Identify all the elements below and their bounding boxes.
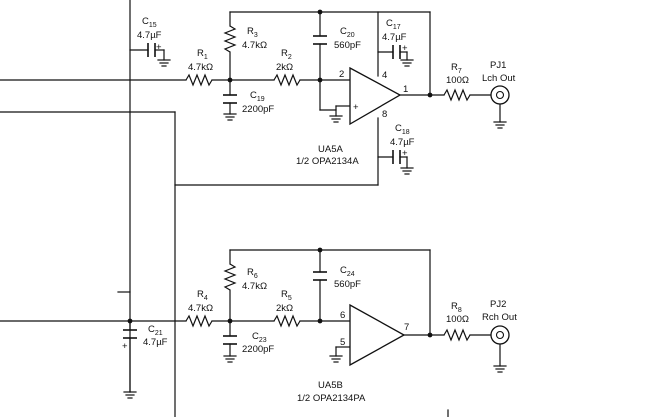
- label-c18-value: 4.7µF: [390, 137, 415, 148]
- ground-icon: [493, 365, 507, 373]
- opamp-ua5b: [349, 303, 406, 367]
- label-pj1-desc: Lch Out: [482, 73, 516, 84]
- label-c21-ref: C21: [148, 324, 163, 337]
- ground-icon: [157, 59, 171, 67]
- label-c24-ref: C24: [340, 265, 355, 278]
- label-c15-polarity: +: [156, 42, 162, 53]
- resistor-r7: [443, 88, 471, 102]
- label-c23-value: 2200pF: [242, 344, 274, 355]
- label-r2-ref: R2: [281, 48, 292, 61]
- label-c18-polarity: +: [402, 148, 408, 159]
- label-c17-ref: C17: [386, 18, 401, 31]
- label-c18-ref: C18: [395, 123, 410, 136]
- junctions: [127, 9, 433, 338]
- label-r8-value: 100Ω: [446, 314, 469, 325]
- wires: [0, 0, 501, 417]
- label-r5-value: 2kΩ: [276, 303, 293, 314]
- label-c21-value: 4.7µF: [143, 337, 168, 348]
- label-r3-ref: R3: [247, 26, 258, 39]
- label-r7-value: 100Ω: [446, 75, 469, 86]
- label-ua5b-name: UA5B: [318, 380, 343, 391]
- label-r4-ref: R4: [197, 289, 208, 302]
- label-c17-polarity: +: [402, 43, 408, 54]
- label-c19-value: 2200pF: [242, 104, 274, 115]
- label-r2-value: 2kΩ: [276, 62, 293, 73]
- label-r1-ref: R1: [197, 48, 208, 61]
- label-c24-value: 560pF: [334, 279, 361, 290]
- label-r8-ref: R8: [451, 301, 462, 314]
- resistor-r1: [185, 73, 213, 87]
- ground-icon: [329, 355, 343, 363]
- label-c20-ref: C20: [340, 26, 355, 39]
- label-c20-value: 560pF: [334, 40, 361, 51]
- ground-icon: [123, 391, 137, 399]
- label-c17-value: 4.7µF: [382, 32, 407, 43]
- label-r6-ref: R6: [247, 267, 258, 280]
- label-ua5a-pin2: 2: [339, 69, 344, 80]
- label-ua5b-pin5: 5: [340, 337, 345, 348]
- label-c21-polarity: +: [122, 341, 128, 352]
- label-pj2-desc: Rch Out: [482, 312, 517, 323]
- resistor-r4: [185, 314, 213, 328]
- label-c15-ref: C15: [142, 16, 157, 29]
- ground-icon: [493, 121, 507, 129]
- label-r1-value: 4.7kΩ: [188, 62, 213, 73]
- resistors: [185, 25, 471, 342]
- label-r5-ref: R5: [281, 289, 292, 302]
- label-r7-ref: R7: [451, 62, 462, 75]
- label-c15-value: 4.7µF: [137, 30, 162, 41]
- label-pj2-name: PJ2: [490, 299, 506, 310]
- jack-pj2: [490, 325, 510, 345]
- jack-pj1: [490, 85, 510, 105]
- label-ua5b-pin6: 6: [340, 310, 345, 321]
- ground-icon: [329, 115, 343, 123]
- label-ua5a-pin1: 1: [403, 84, 408, 95]
- label-r4-value: 4.7kΩ: [188, 303, 213, 314]
- ground-icon: [400, 59, 414, 67]
- ground-icon: [400, 167, 414, 175]
- label-r3-value: 4.7kΩ: [242, 40, 267, 51]
- grounds: [123, 59, 507, 399]
- label-ua5a-pin4: 4: [382, 70, 387, 81]
- resistor-r5: [273, 314, 301, 328]
- label-ua5a-desc: 1/2 OPA2134A: [296, 156, 359, 167]
- resistor-r6: [223, 263, 237, 291]
- label-ua5a-pin3: +: [353, 102, 359, 113]
- resistor-r8: [443, 328, 471, 342]
- label-ua5a-pin8: 8: [382, 109, 387, 120]
- opamp-ua5a: [349, 66, 402, 126]
- label-ua5a-name: UA5A: [318, 144, 343, 155]
- ground-icon: [223, 355, 237, 363]
- label-c23-ref: C23: [252, 331, 267, 344]
- label-pj1-name: PJ1: [490, 60, 506, 71]
- label-c19-ref: C19: [250, 90, 265, 103]
- label-ua5b-desc: 1/2 OPA2134PA: [297, 393, 366, 404]
- label-r6-value: 4.7kΩ: [242, 281, 267, 292]
- label-ua5b-pin7: 7: [404, 322, 409, 333]
- capacitors: [123, 35, 401, 345]
- resistor-r3: [223, 25, 237, 53]
- resistor-r2: [273, 73, 301, 87]
- ground-icon: [223, 113, 237, 121]
